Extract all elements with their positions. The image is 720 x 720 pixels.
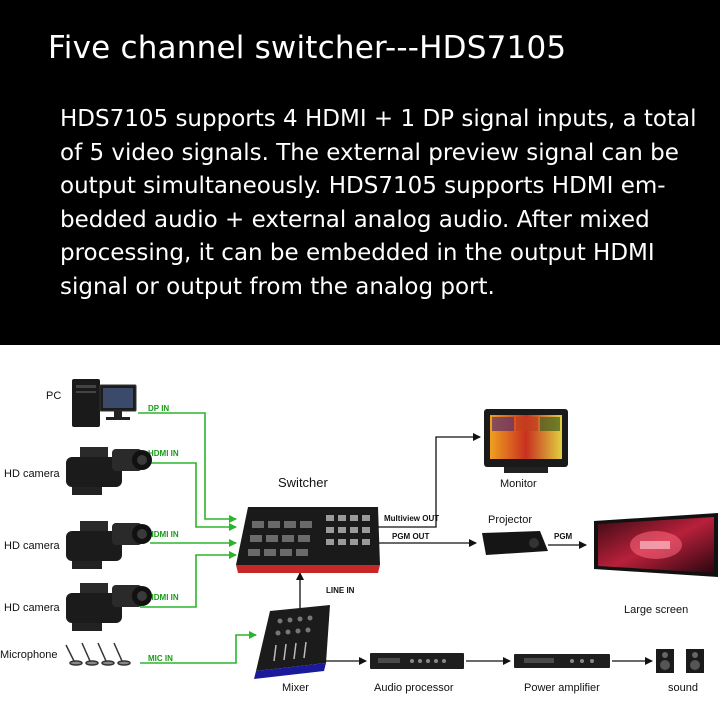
- sound-label: sound: [668, 682, 698, 694]
- mic-in-label: MIC IN: [148, 654, 173, 663]
- speaker-icon: [656, 649, 704, 673]
- multiview-out-label: Multiview OUT: [384, 514, 439, 523]
- banner-title: Five channel switcher---HDS7105: [48, 30, 567, 66]
- camera-label: HD camera: [4, 540, 61, 552]
- large-screen-device: [594, 513, 718, 577]
- mixer-label: Mixer: [282, 682, 309, 694]
- microphone-icon: [65, 642, 131, 666]
- banner-description: HDS7105 supports 4 HDMI + 1 DP signal in…: [60, 103, 700, 304]
- switcher-device: [236, 507, 380, 573]
- camera-label: HD camera: [4, 468, 61, 480]
- power-amplifier-device: [514, 654, 610, 668]
- banner-line: processing, it can be embedded in the ou…: [60, 240, 655, 266]
- large-screen-label: Large screen: [624, 604, 688, 616]
- monitor-label: Monitor: [500, 478, 537, 490]
- switcher-label: Switcher: [278, 475, 329, 490]
- dp-in-label: DP IN: [148, 404, 169, 413]
- microphone-label: Microphone: [0, 649, 57, 661]
- banner-line: of 5 video signals. The external preview…: [60, 139, 679, 166]
- description-banner: Five channel switcher---HDS7105 HDS7105 …: [0, 0, 720, 345]
- hdmi-in-label: HDMI IN: [148, 449, 179, 458]
- pc-label: PC: [46, 390, 61, 402]
- camera-icon: [66, 583, 152, 631]
- audio-processor-label: Audio processor: [374, 682, 454, 694]
- power-amplifier-label: Power amplifier: [524, 682, 600, 694]
- projector-device: [482, 531, 548, 555]
- line-in-label: LINE IN: [326, 586, 355, 595]
- banner-line: HDS7105 supports 4 HDMI + 1 DP signal in…: [60, 106, 697, 132]
- banner-line: signal or output from the analog port.: [60, 273, 495, 300]
- pgm-label: PGM: [554, 532, 573, 541]
- banner-line: output simultaneously. HDS7105 supports …: [60, 173, 666, 199]
- connection-diagram: DP IN HDMI IN HDMI IN HDMI IN MIC IN Mul…: [0, 379, 718, 694]
- output-connections: [296, 433, 653, 665]
- projector-label: Projector: [488, 514, 532, 526]
- input-connections: [138, 412, 257, 664]
- banner-line: bedded audio + external analog audio. Af…: [60, 206, 650, 233]
- pc-icon: [72, 379, 137, 427]
- camera-icon: [66, 447, 152, 495]
- pgm-out-label: PGM OUT: [392, 532, 429, 541]
- monitor-device: [484, 409, 568, 473]
- hdmi-in-label: HDMI IN: [148, 530, 179, 539]
- mixer-device: [254, 605, 330, 679]
- camera-icon: [66, 521, 152, 569]
- camera-label: HD camera: [4, 602, 61, 614]
- audio-processor-device: [370, 653, 464, 669]
- hdmi-in-label: HDMI IN: [148, 593, 179, 602]
